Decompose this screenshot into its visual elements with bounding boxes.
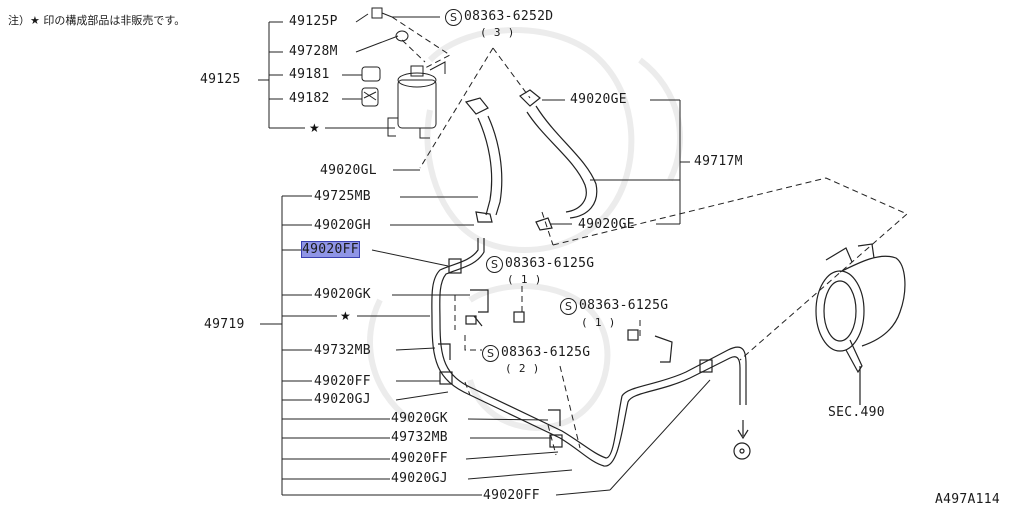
part-label-49020GJ[interactable]: 49020GJ bbox=[314, 392, 371, 407]
screw-code-3[interactable]: 08363-6125G bbox=[579, 298, 669, 313]
part-label-49181[interactable]: 49181 bbox=[289, 67, 330, 82]
screw-symbol-icon: S bbox=[482, 345, 499, 362]
part-label-49020GJ-2[interactable]: 49020GJ bbox=[391, 471, 448, 486]
screw-code-1[interactable]: 08363-6252D bbox=[464, 9, 554, 24]
part-label-49020GE-top[interactable]: 49020GE bbox=[570, 92, 627, 107]
bracket-49125 bbox=[258, 21, 305, 129]
watermark-emblem bbox=[367, 27, 683, 431]
pressure-pipe bbox=[431, 238, 751, 467]
part-label-49020GK-2[interactable]: 49020GK bbox=[391, 411, 448, 426]
section-label-sec490[interactable]: SEC.490 bbox=[828, 405, 885, 420]
reservoir-tank bbox=[361, 7, 446, 139]
part-label-49732MB-2[interactable]: 49732MB bbox=[391, 430, 448, 445]
part-label-49020GL[interactable]: 49020GL bbox=[320, 163, 377, 178]
leaders-upper bbox=[325, 13, 440, 129]
part-label-49020GE-bottom[interactable]: 49020GE bbox=[578, 217, 635, 232]
star-icon: ★ bbox=[340, 309, 351, 323]
screw-symbol-icon: S bbox=[445, 9, 462, 26]
star-icon: ★ bbox=[309, 121, 320, 135]
bracket-49719 bbox=[260, 195, 482, 496]
part-label-49020FF-3[interactable]: 49020FF bbox=[483, 488, 540, 503]
part-label-49728M[interactable]: 49728M bbox=[289, 44, 338, 59]
part-label-49020FF-2[interactable]: 49020FF bbox=[391, 451, 448, 466]
dashed-guides-upper bbox=[391, 16, 531, 169]
part-label-49182[interactable]: 49182 bbox=[289, 91, 330, 106]
part-label-49717M[interactable]: 49717M bbox=[694, 154, 743, 169]
leaders-lower bbox=[357, 249, 711, 496]
screw-qty-3: ( 1 ) bbox=[581, 316, 616, 329]
screw-symbol-icon: S bbox=[560, 298, 577, 315]
part-label-49020FF-highlighted[interactable]: 49020FF bbox=[301, 241, 360, 258]
part-label-49125[interactable]: 49125 bbox=[200, 72, 241, 87]
screw-code-2[interactable]: 08363-6125G bbox=[505, 256, 595, 271]
hoses bbox=[464, 89, 598, 231]
drawing-id: A497A114 bbox=[935, 492, 1001, 507]
screw-symbol-icon: S bbox=[486, 256, 503, 273]
part-label-49020GK[interactable]: 49020GK bbox=[314, 287, 371, 302]
power-steering-pump bbox=[815, 243, 906, 405]
screw-qty-4: ( 2 ) bbox=[505, 362, 540, 375]
note-non-sale: 注）★ 印の構成部品は非販売です。 bbox=[8, 14, 186, 27]
leaders-hoses bbox=[390, 99, 690, 226]
screw-qty-2: ( 1 ) bbox=[507, 273, 542, 286]
part-label-49725MB[interactable]: 49725MB bbox=[314, 189, 371, 204]
part-label-49125P[interactable]: 49125P bbox=[289, 14, 338, 29]
dashed-guides-lower bbox=[454, 177, 908, 456]
part-label-49020FF-1[interactable]: 49020FF bbox=[314, 374, 371, 389]
part-label-49719[interactable]: 49719 bbox=[204, 317, 245, 332]
part-label-49732MB[interactable]: 49732MB bbox=[314, 343, 371, 358]
screw-code-4[interactable]: 08363-6125G bbox=[501, 345, 591, 360]
screw-qty-1: ( 3 ) bbox=[480, 26, 515, 39]
part-label-49020GH[interactable]: 49020GH bbox=[314, 218, 371, 233]
